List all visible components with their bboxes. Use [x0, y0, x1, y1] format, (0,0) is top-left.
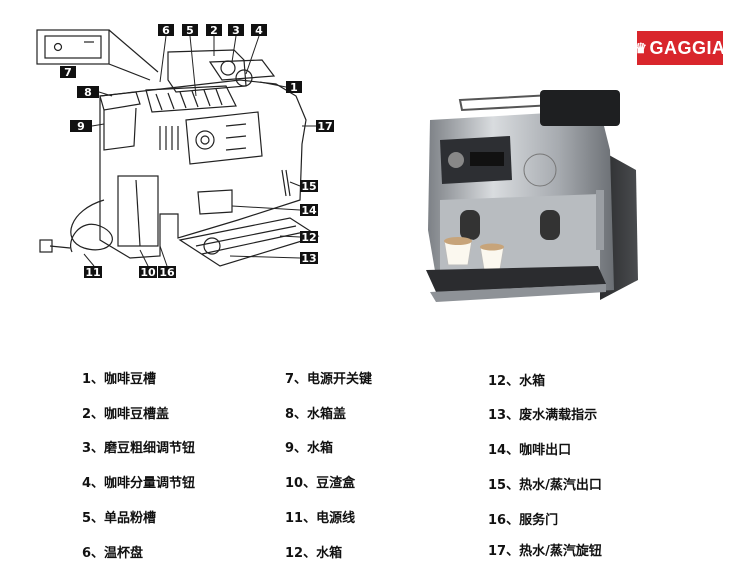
legend-item: 6、温杯盘 — [82, 546, 144, 561]
callout-11: 11 — [84, 266, 102, 279]
legend-item: 12、水箱 — [285, 546, 343, 561]
callout-17: 17 — [316, 120, 334, 133]
svg-text:14: 14 — [301, 204, 317, 217]
logo-text: GAGGIA — [649, 37, 726, 58]
legend-item: 13、废水满载指示 — [488, 408, 598, 423]
svg-text:4: 4 — [255, 24, 263, 37]
callout-4: 4 — [251, 24, 267, 37]
legend-item: 14、咖啡出口 — [488, 443, 572, 458]
callout-3: 3 — [228, 24, 244, 37]
svg-text:9: 9 — [77, 120, 85, 133]
legend-item: 17、热水/蒸汽旋钮 — [488, 544, 602, 559]
svg-text:15: 15 — [301, 180, 316, 193]
callout-7: 7 — [60, 66, 76, 79]
callout-10: 10 — [139, 266, 157, 279]
svg-text:5: 5 — [186, 24, 194, 37]
legend-item: 4、咖啡分量调节钮 — [82, 476, 196, 491]
callout-5: 5 — [182, 24, 198, 37]
callout-group: 6 5 2 3 4 1 7 8 9 17 15 14 12 13 11 10 1… — [60, 24, 334, 279]
callout-15: 15 — [300, 180, 318, 193]
callout-9: 9 — [70, 120, 92, 133]
machine-line-diagram: 6 5 2 3 4 1 7 8 9 17 15 14 12 13 11 10 1… — [36, 24, 334, 279]
callout-1: 1 — [286, 81, 302, 94]
gaggia-logo: ♛ GAGGIA — [634, 31, 726, 65]
callout-2: 2 — [206, 24, 222, 37]
svg-text:16: 16 — [159, 266, 175, 279]
callout-13: 13 — [300, 252, 318, 265]
legend-item: 3、磨豆粗细调节钮 — [82, 441, 196, 456]
legend-item: 9、水箱 — [285, 441, 334, 456]
callout-8: 8 — [77, 86, 99, 99]
svg-text:8: 8 — [84, 86, 92, 99]
legend-item: 10、豆渣盒 — [285, 476, 356, 491]
svg-text:10: 10 — [140, 266, 156, 279]
svg-text:17: 17 — [317, 120, 332, 133]
callout-16: 16 — [158, 266, 176, 279]
machine-photo — [426, 90, 638, 302]
svg-text:6: 6 — [162, 24, 170, 37]
legend-item: 5、单品粉槽 — [82, 511, 157, 526]
svg-text:7: 7 — [64, 66, 72, 79]
legend-item: 16、服务门 — [488, 513, 559, 528]
svg-text:1: 1 — [290, 81, 298, 94]
legend-item: 11、电源线 — [285, 511, 356, 526]
svg-text:2: 2 — [210, 24, 218, 37]
legend-item: 7、电源开关键 — [285, 372, 373, 387]
legend-item: 1、咖啡豆槽 — [82, 372, 157, 387]
svg-text:13: 13 — [301, 252, 316, 265]
legend-item: 2、咖啡豆槽盖 — [82, 407, 170, 422]
callout-6: 6 — [158, 24, 174, 37]
svg-text:12: 12 — [301, 231, 316, 244]
callout-14: 14 — [300, 204, 318, 217]
legend-item: 8、水箱盖 — [285, 407, 347, 422]
legend-item: 12、水箱 — [488, 374, 546, 389]
svg-text:3: 3 — [232, 24, 240, 37]
callout-12: 12 — [300, 231, 318, 244]
crest-icon: ♛ — [634, 39, 648, 56]
svg-text:11: 11 — [85, 266, 100, 279]
legend-item: 15、热水/蒸汽出口 — [488, 478, 602, 493]
